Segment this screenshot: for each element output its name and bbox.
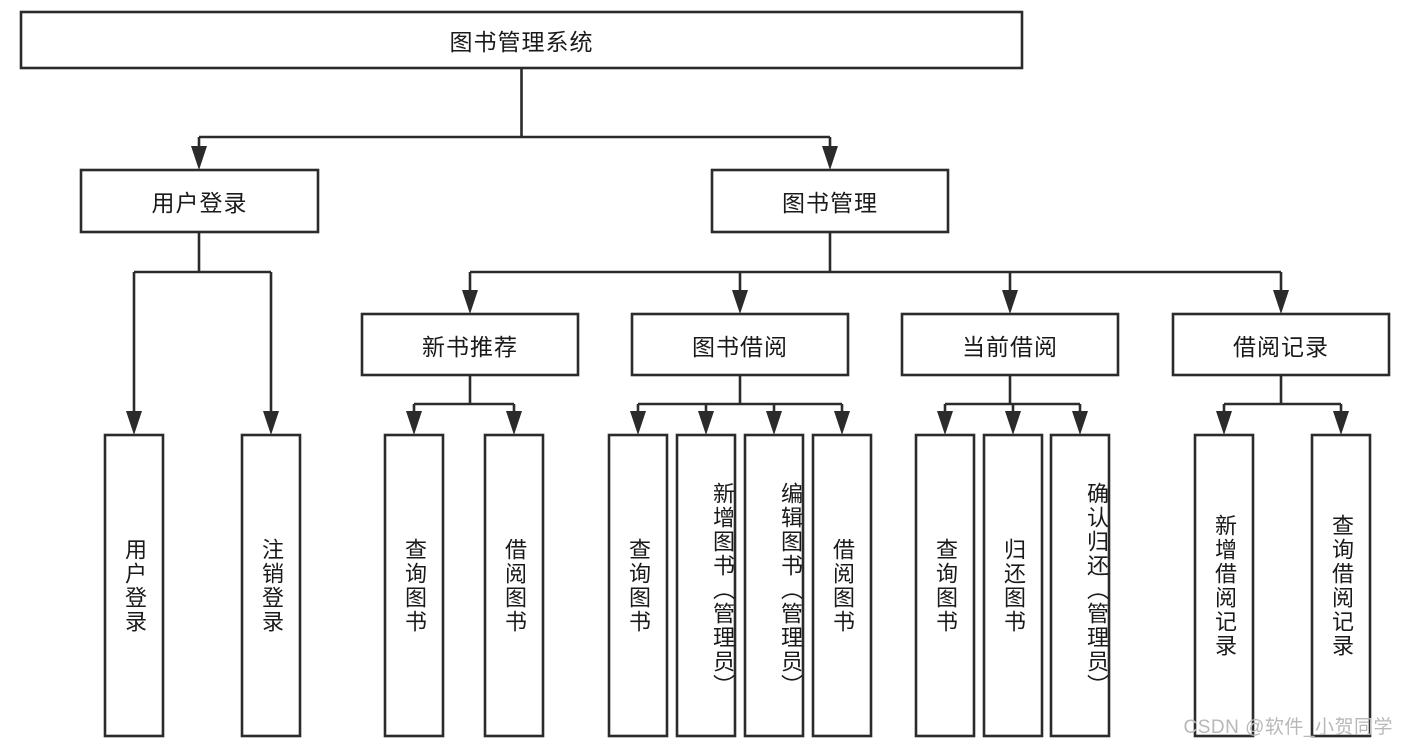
node-book-manage[interactable] <box>710 168 950 234</box>
connector-user-login-bus <box>132 232 273 418</box>
node-layer <box>19 10 1391 738</box>
arrowhead-to-leaf-add-book <box>698 411 714 435</box>
node-book-borrow[interactable] <box>630 312 850 377</box>
node-leaf-user-logout[interactable] <box>240 433 302 738</box>
arrowhead-to-leaf-borrow-book-2 <box>834 411 850 435</box>
arrowhead-to-book-borrow <box>732 290 748 314</box>
arrowhead-to-leaf-user-login <box>126 411 142 435</box>
connector-book-manage-bus <box>468 232 1283 296</box>
arrowhead-to-leaf-add-record <box>1216 411 1232 435</box>
arrowhead-to-leaf-user-logout <box>263 411 279 435</box>
node-leaf-borrow-book-1[interactable] <box>483 433 545 738</box>
arrowhead-to-leaf-confirm-return <box>1072 411 1088 435</box>
arrowhead-to-leaf-edit-book <box>766 411 782 435</box>
node-current-borrow[interactable] <box>900 312 1120 377</box>
arrowhead-to-leaf-query-record <box>1333 411 1349 435</box>
node-root[interactable] <box>19 10 1024 70</box>
node-leaf-query-book-2[interactable] <box>607 433 669 738</box>
node-leaf-edit-book[interactable] <box>743 433 805 738</box>
connector-root-bus <box>197 68 832 152</box>
node-leaf-borrow-book-2[interactable] <box>811 433 873 738</box>
arrowhead-to-leaf-borrow-book-1 <box>506 411 522 435</box>
node-leaf-query-book-3[interactable] <box>914 433 976 738</box>
node-user-login[interactable] <box>79 168 320 234</box>
node-leaf-query-book-1[interactable] <box>383 433 445 738</box>
connector-book-borrow-bus <box>636 375 844 418</box>
node-leaf-confirm-return[interactable] <box>1049 433 1111 738</box>
connector-layer <box>126 68 1349 435</box>
arrowhead-to-current-borrow <box>1002 290 1018 314</box>
arrowhead-to-book-manage <box>822 146 838 170</box>
node-leaf-return-book[interactable] <box>982 433 1044 738</box>
node-new-book-recommend[interactable] <box>360 312 580 377</box>
arrowhead-to-leaf-query-book-3 <box>937 411 953 435</box>
node-leaf-add-book[interactable] <box>675 433 737 738</box>
connector-new-book-recommend-bus <box>412 375 516 418</box>
arrowhead-to-new-book-recommend <box>462 290 478 314</box>
arrowhead-to-user-login <box>191 146 207 170</box>
connector-borrow-record-bus <box>1222 375 1343 418</box>
arrowhead-to-leaf-query-book-1 <box>406 411 422 435</box>
arrowhead-to-leaf-return-book <box>1005 411 1021 435</box>
arrowhead-to-leaf-query-book-2 <box>630 411 646 435</box>
node-borrow-record[interactable] <box>1171 312 1391 377</box>
node-leaf-query-record[interactable] <box>1310 433 1372 738</box>
node-leaf-user-login[interactable] <box>103 433 165 738</box>
node-leaf-add-record[interactable] <box>1193 433 1255 738</box>
arrowhead-to-borrow-record <box>1273 290 1289 314</box>
